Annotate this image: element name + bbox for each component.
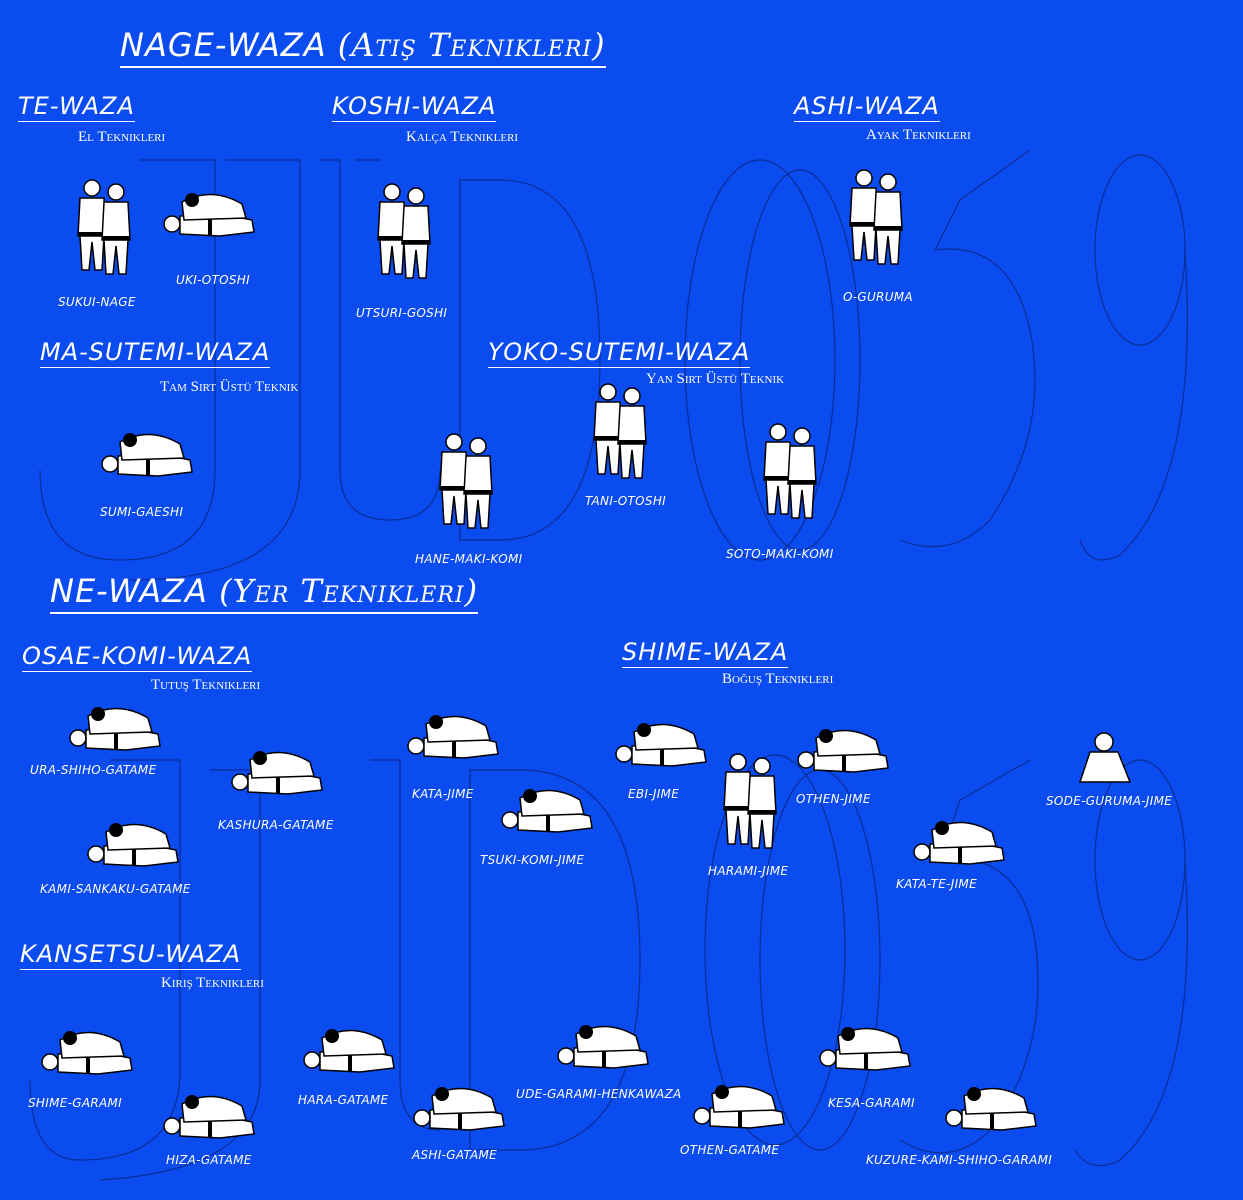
figure-sode-guruma-jime	[1078, 732, 1132, 783]
label-kata-jime: KATA-JIME	[412, 787, 474, 801]
te-waza-subtitle: El Teknikleri	[78, 129, 166, 145]
figure-othen-jime	[798, 729, 888, 772]
label-o-guruma: O-GURUMA	[843, 290, 913, 304]
figure-harami-jime	[724, 754, 776, 848]
label-kami-sankaku-gatame: KAMI-SANKAKU-GATAME	[40, 882, 191, 896]
yoko-sutemi-waza-heading: YOKO-SUTEMI-WAZA	[488, 338, 751, 368]
label-hiza-gatame: HIZA-GATAME	[166, 1153, 252, 1167]
koshi-waza-heading: KOSHI-WAZA	[332, 92, 497, 122]
figure-tani-otoshi	[594, 384, 646, 478]
ashi-waza-heading: ASHI-WAZA	[794, 92, 940, 122]
label-kata-te-jime: KATA-TE-JIME	[896, 877, 977, 891]
label-kashura-gatame: KASHURA-GATAME	[218, 818, 334, 832]
figure-soto-maki-komi	[764, 424, 816, 518]
label-ebi-jime: EBI-JIME	[628, 787, 680, 801]
label-hane-maki-komi: HANE-MAKI-KOMI	[415, 552, 523, 566]
yoko-sutemi-waza-subtitle: Yan Sırt Üstü Teknik	[646, 371, 785, 387]
figure-tsuki-komi-jime	[502, 789, 592, 832]
koshi-waza-subtitle: Kalça Teknikleri	[406, 129, 519, 145]
figure-ude-garami-henkawaza	[558, 1025, 648, 1068]
figure-kata-jime	[408, 715, 498, 758]
ne-waza-subtitle: (Yer Teknikleri)	[219, 572, 479, 610]
label-kuzure-kami-shiho-garami: KUZURE-KAMI-SHIHO-GARAMI	[866, 1153, 1053, 1167]
label-kesa-garami: KESA-GARAMI	[828, 1096, 915, 1110]
te-waza-heading: TE-WAZA	[18, 92, 135, 122]
ne-waza-heading: NE-WAZA (Yer Teknikleri)	[50, 572, 479, 614]
shime-waza-heading: SHIME-WAZA	[622, 638, 789, 668]
label-tsuki-komi-jime: TSUKI-KOMI-JIME	[480, 853, 585, 867]
label-harami-jime: HARAMI-JIME	[708, 864, 789, 878]
shime-waza-subtitle: Boğuş Teknikleri	[722, 671, 834, 687]
figure-othen-gatame	[694, 1085, 784, 1128]
label-othen-jime: OTHEN-JIME	[796, 792, 871, 806]
ma-sutemi-waza-heading: MA-SUTEMI-WAZA	[40, 338, 271, 368]
label-uki-otoshi: UKI-OTOSHI	[176, 273, 250, 287]
osae-komi-waza-heading: OSAE-KOMI-WAZA	[22, 642, 253, 672]
nage-waza-heading: NAGE-WAZA (Atış Teknikleri)	[120, 26, 606, 68]
figure-sumi-gaeshi	[102, 433, 192, 476]
figure-hane-maki-komi	[440, 434, 492, 528]
figure-kashura-gatame	[232, 751, 322, 794]
label-sode-guruma-jime: SODE-GURUMA-JIME	[1046, 794, 1173, 808]
figure-utsuri-goshi	[378, 184, 430, 278]
ne-waza-title: NE-WAZA	[50, 572, 208, 610]
figure-ura-shiho-gatame	[70, 707, 160, 750]
ashi-waza-subtitle: Ayak Teknikleri	[866, 127, 971, 143]
label-ura-shiho-gatame: URA-SHIHO-GATAME	[30, 763, 157, 777]
nage-waza-title: NAGE-WAZA	[120, 26, 327, 64]
figure-uki-otoshi	[164, 193, 254, 236]
kansetsu-waza-heading: KANSETSU-WAZA	[20, 940, 242, 970]
figure-shime-garami	[42, 1031, 132, 1074]
figure-ebi-jime	[616, 723, 706, 766]
ma-sutemi-waza-subtitle: Tam Sırt Üstü Teknik	[160, 379, 299, 395]
label-othen-gatame: OTHEN-GATAME	[680, 1143, 780, 1157]
nage-waza-subtitle: (Atış Teknikleri)	[337, 26, 606, 64]
label-utsuri-goshi: UTSURI-GOSHI	[356, 306, 448, 320]
figure-kami-sankaku-gatame	[88, 823, 178, 866]
figure-kuzure-kami-shiho-garami	[946, 1087, 1036, 1130]
label-shime-garami: SHIME-GARAMI	[28, 1096, 122, 1110]
kansetsu-waza-subtitle: Kırış Teknikleri	[161, 975, 264, 991]
label-sukui-nage: SUKUI-NAGE	[58, 295, 136, 309]
osae-komi-waza-subtitle: Tutuş Teknikleri	[151, 677, 261, 693]
label-hara-gatame: HARA-GATAME	[298, 1093, 389, 1107]
label-soto-maki-komi: SOTO-MAKI-KOMI	[726, 547, 834, 561]
figure-kata-te-jime	[914, 821, 1004, 864]
figure-hiza-gatame	[164, 1095, 254, 1138]
figure-ashi-gatame	[414, 1087, 504, 1130]
figure-sukui-nage	[78, 180, 130, 274]
figure-o-guruma	[850, 170, 902, 264]
label-ude-garami-henkawaza: UDE-GARAMI-HENKAWAZA	[516, 1087, 682, 1101]
figure-hara-gatame	[304, 1029, 394, 1072]
label-sumi-gaeshi: SUMI-GAESHI	[100, 505, 184, 519]
figure-kesa-garami	[820, 1027, 910, 1070]
label-tani-otoshi: TANI-OTOSHI	[585, 494, 666, 508]
label-ashi-gatame: ASHI-GATAME	[412, 1148, 498, 1162]
